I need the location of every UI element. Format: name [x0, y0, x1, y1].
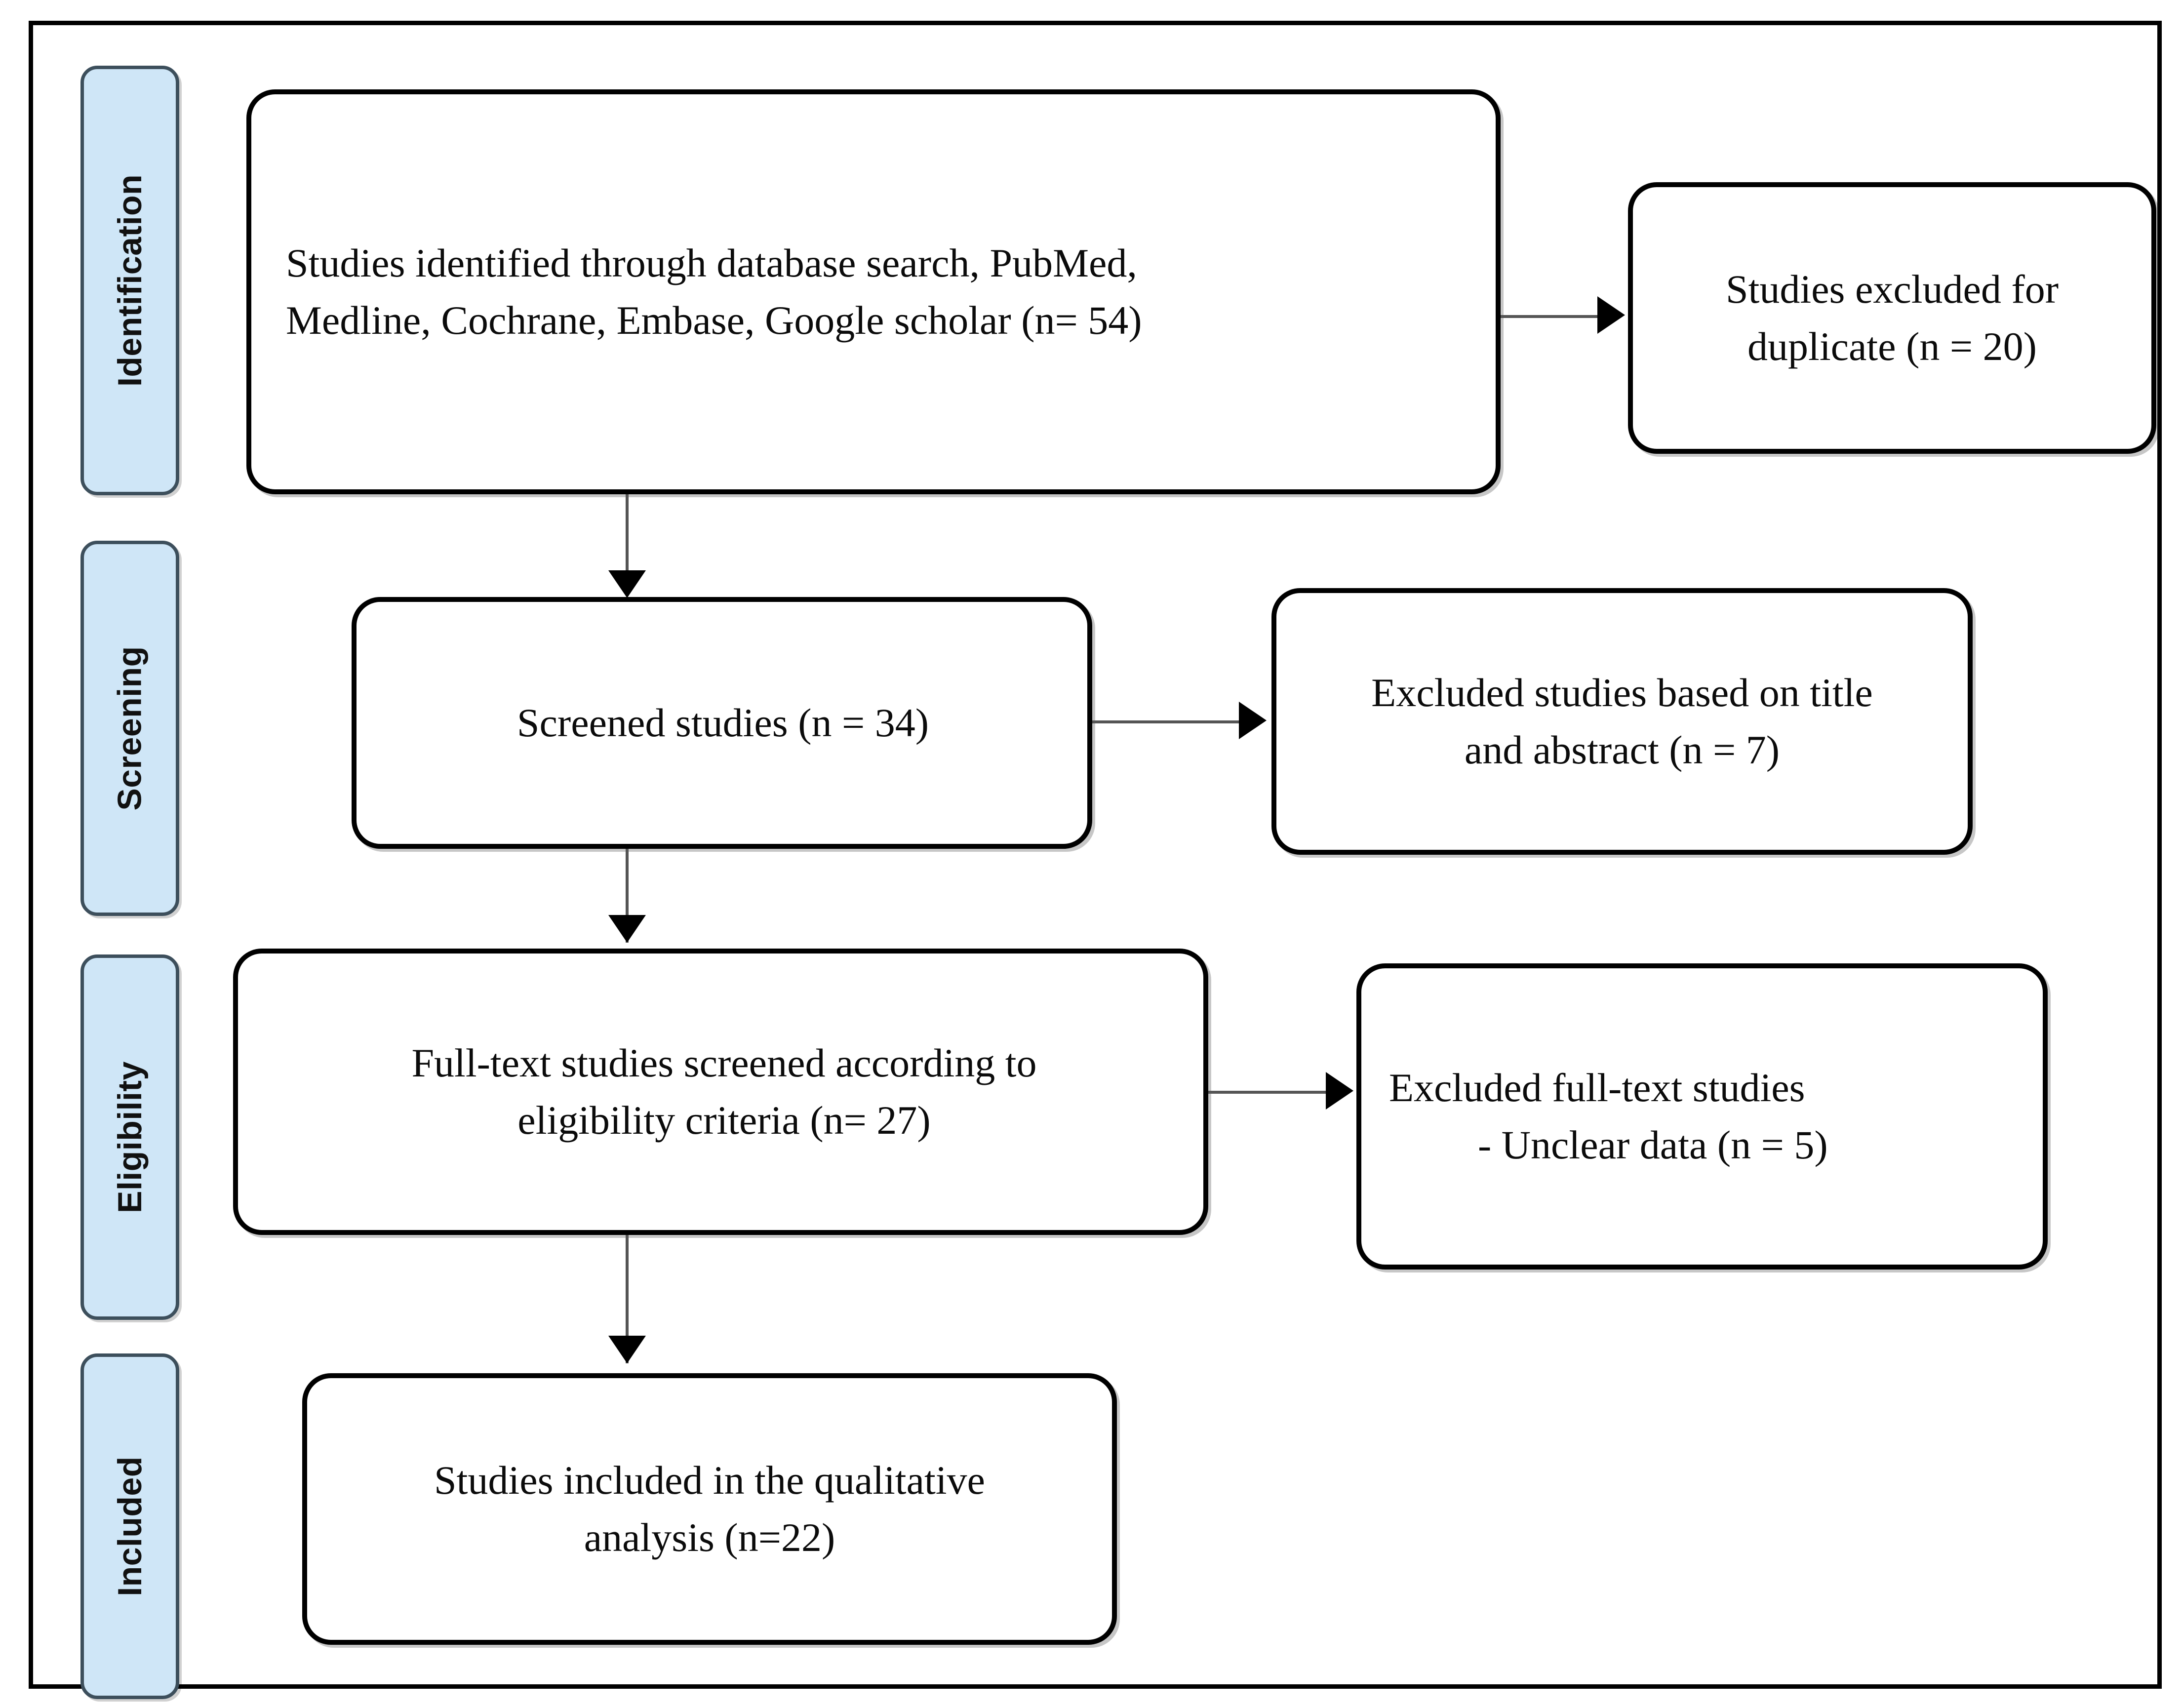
stage-label-included-text: Included: [111, 1456, 149, 1596]
stage-label-identification-text: Identification: [111, 174, 149, 387]
excluded-title-abstract-line-2: and abstract (n = 7): [1464, 727, 1780, 772]
stage-label-screening-text: Screening: [111, 646, 149, 811]
flow-box-fulltext-screened-text: Full-text studies screened according to …: [238, 1034, 1203, 1150]
connector-identified-to-screened: [626, 494, 629, 588]
stage-label-eligibility: Eligibility: [80, 954, 179, 1320]
flow-box-excluded-duplicate: Studies excluded for duplicate (n = 20): [1628, 182, 2156, 454]
flow-box-screened-studies: Screened studies (n = 34): [352, 597, 1092, 849]
connector-screened-to-excluded-title-abstract: [1092, 720, 1240, 723]
flow-box-fulltext-screened: Full-text studies screened according to …: [233, 949, 1208, 1235]
stage-label-eligibility-text: Eligibility: [111, 1061, 149, 1213]
screened-studies-line-1: Screened studies (n = 34): [516, 700, 929, 745]
flow-box-excluded-title-abstract-text: Excluded studies based on title and abst…: [1276, 664, 1968, 779]
arrow-right-icon-fulltext-to-excluded-fulltext: [1326, 1072, 1353, 1110]
excluded-title-abstract-line-1: Excluded studies based on title: [1371, 670, 1873, 715]
arrow-down-icon-fulltext-to-included: [608, 1336, 646, 1363]
flow-box-excluded-duplicate-text: Studies excluded for duplicate (n = 20): [1633, 261, 2151, 376]
arrow-down-icon-screened-to-fulltext: [608, 915, 646, 943]
connector-fulltext-to-included: [626, 1235, 629, 1363]
diagram-outer-frame: Identification Screening Eligibility Inc…: [29, 21, 2162, 1699]
flow-box-studies-included-text: Studies included in the qualitative anal…: [307, 1452, 1112, 1567]
connector-fulltext-to-excluded-fulltext: [1208, 1091, 1327, 1094]
studies-included-line-2: analysis (n=22): [584, 1515, 835, 1560]
fulltext-screened-line-1: Full-text studies screened according to: [411, 1040, 1037, 1085]
arrow-down-icon-identified-to-screened: [608, 570, 646, 598]
flow-box-excluded-title-abstract: Excluded studies based on title and abst…: [1271, 588, 1973, 855]
flow-box-studies-included: Studies included in the qualitative anal…: [302, 1373, 1117, 1645]
excluded-fulltext-line-1: Excluded full-text studies: [1389, 1065, 1805, 1110]
studies-identified-line-1: Studies identified through database sear…: [286, 240, 1137, 285]
arrow-right-icon-identified-to-duplicate: [1597, 296, 1625, 334]
studies-identified-line-2: Medline, Cochrane, Embase, Google schola…: [286, 298, 1142, 343]
connector-identified-to-duplicate: [1501, 315, 1599, 318]
connector-screened-to-fulltext: [626, 849, 629, 943]
flow-box-studies-identified-text: Studies identified through database sear…: [251, 235, 1496, 350]
excluded-duplicate-line-1: Studies excluded for: [1725, 266, 2059, 312]
stage-label-included: Included: [80, 1353, 179, 1699]
flow-box-excluded-fulltext-text: Excluded full-text studies - Unclear dat…: [1361, 1059, 2043, 1174]
flow-box-screened-studies-text: Screened studies (n = 34): [357, 694, 1087, 752]
stage-label-screening: Screening: [80, 541, 179, 916]
flow-box-excluded-fulltext: Excluded full-text studies - Unclear dat…: [1356, 963, 2048, 1270]
excluded-duplicate-line-2: duplicate (n = 20): [1747, 324, 2037, 369]
arrow-right-icon-screened-to-excluded-title-abstract: [1239, 702, 1267, 739]
stage-label-identification: Identification: [80, 66, 179, 495]
flow-box-studies-identified: Studies identified through database sear…: [246, 89, 1501, 494]
studies-included-line-1: Studies included in the qualitative: [434, 1457, 985, 1503]
excluded-fulltext-line-2: - Unclear data (n = 5): [1478, 1122, 1828, 1167]
fulltext-screened-line-2: eligibility criteria (n= 27): [517, 1098, 931, 1143]
